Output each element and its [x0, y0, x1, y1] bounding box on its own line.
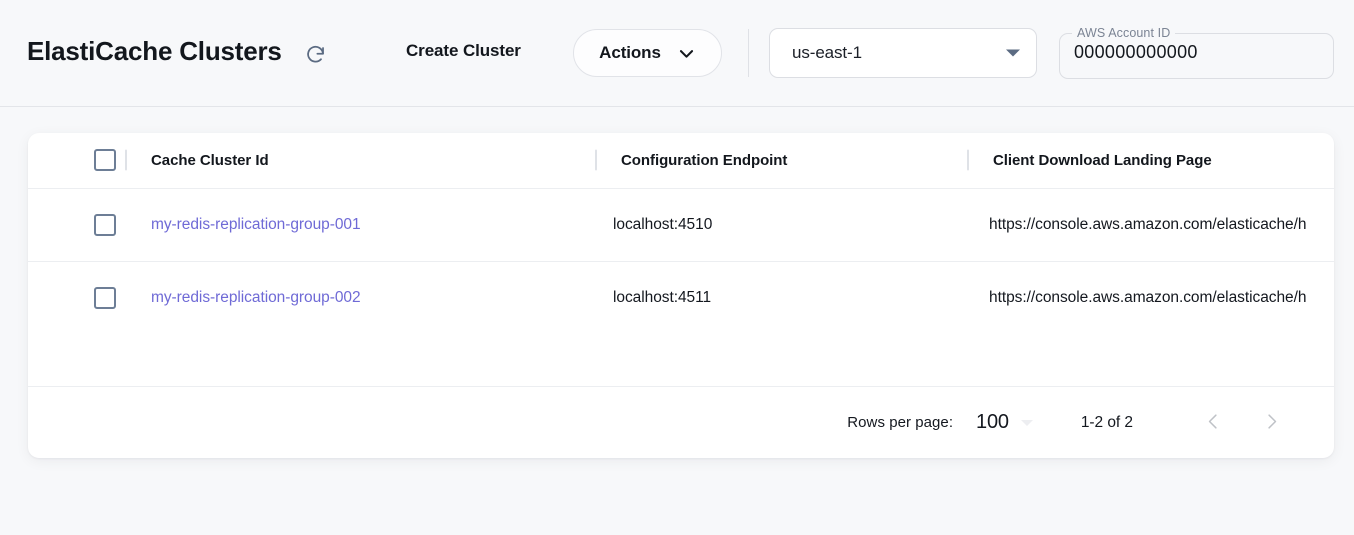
select-all-header — [28, 133, 125, 188]
clusters-card: Cache Cluster Id Configuration Endpoint … — [28, 133, 1334, 458]
table-row[interactable]: my-redis-replication-group-001 localhost… — [28, 187, 1334, 261]
cluster-id-link[interactable]: my-redis-replication-group-001 — [151, 215, 361, 233]
next-page-button[interactable] — [1253, 405, 1289, 441]
rows-per-page-label: Rows per page: — [847, 414, 954, 431]
region-select-value: us-east-1 — [792, 43, 862, 62]
cell-configuration-endpoint: localhost:4511 — [595, 260, 967, 334]
row-checkbox[interactable] — [94, 213, 116, 236]
header-divider — [748, 29, 749, 77]
actions-button-label: Actions — [599, 43, 661, 62]
aws-account-id-input[interactable] — [1074, 42, 1314, 63]
page-title: ElastiCache Clusters — [27, 36, 282, 66]
table-pagination: Rows per page: 100 1-2 of 2 — [28, 386, 1334, 458]
column-header-client-download-landing-page[interactable]: Client Download Landing Page — [967, 133, 1334, 188]
row-select-cell — [28, 260, 125, 334]
cell-configuration-endpoint: localhost:4510 — [595, 187, 967, 261]
cell-landing-page: https://console.aws.amazon.com/elasticac… — [967, 260, 1334, 334]
chevron-left-icon — [1204, 412, 1223, 434]
row-checkbox[interactable] — [94, 286, 116, 309]
cell-cluster-id: my-redis-replication-group-002 — [125, 260, 595, 334]
row-select-cell — [28, 187, 125, 261]
actions-button[interactable]: Actions — [573, 29, 722, 77]
column-header-configuration-endpoint[interactable]: Configuration Endpoint — [595, 133, 967, 188]
app-header: ElastiCache Clusters Create Cluster Acti… — [0, 0, 1354, 107]
pagination-range: 1-2 of 2 — [1080, 413, 1133, 431]
column-header-cache-cluster-id[interactable]: Cache Cluster Id — [125, 133, 595, 188]
region-select[interactable]: us-east-1 — [769, 28, 1037, 78]
table-body: my-redis-replication-group-001 localhost… — [28, 187, 1334, 334]
cell-cluster-id: my-redis-replication-group-001 — [125, 187, 595, 261]
chevron-down-icon — [677, 44, 696, 63]
clusters-table: Cache Cluster Id Configuration Endpoint … — [28, 133, 1334, 334]
refresh-icon — [305, 44, 326, 65]
previous-page-button[interactable] — [1195, 405, 1231, 441]
table-header-row: Cache Cluster Id Configuration Endpoint … — [28, 133, 1334, 188]
rows-per-page-select[interactable]: 100 — [976, 411, 1033, 434]
table-row[interactable]: my-redis-replication-group-002 localhost… — [28, 260, 1334, 334]
create-cluster-button[interactable]: Create Cluster — [406, 41, 521, 60]
caret-down-icon — [1020, 419, 1033, 426]
aws-account-id-field[interactable]: AWS Account ID — [1059, 27, 1334, 79]
chevron-right-icon — [1262, 412, 1281, 434]
rows-per-page-value: 100 — [976, 411, 1009, 433]
cell-landing-page: https://console.aws.amazon.com/elasticac… — [967, 187, 1334, 261]
cluster-id-link[interactable]: my-redis-replication-group-002 — [151, 288, 361, 306]
aws-account-id-label: AWS Account ID — [1077, 26, 1171, 40]
refresh-button[interactable] — [303, 42, 327, 66]
table-head: Cache Cluster Id Configuration Endpoint … — [28, 133, 1334, 188]
caret-down-icon — [1006, 49, 1020, 57]
select-all-checkbox[interactable] — [94, 149, 116, 172]
